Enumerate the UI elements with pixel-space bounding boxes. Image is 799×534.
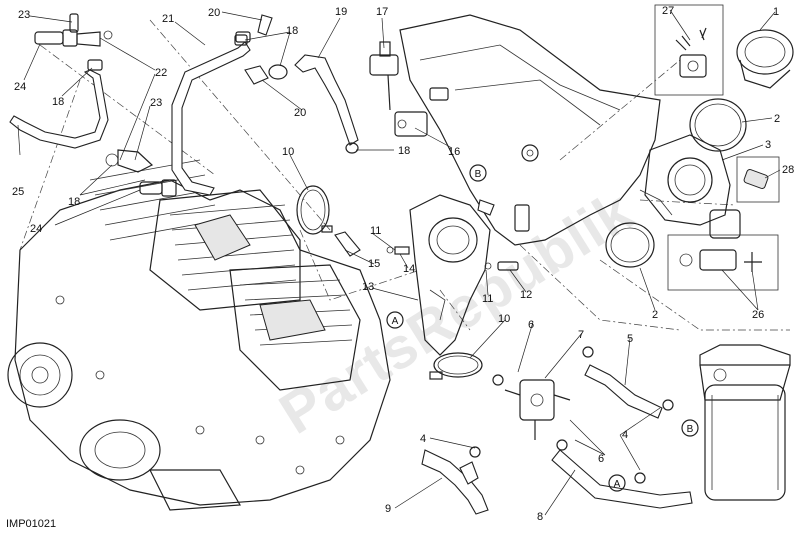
label-13: 13	[362, 281, 374, 293]
label-25: 25	[12, 186, 24, 198]
label-18-b: 18	[68, 196, 80, 208]
svg-text:B: B	[475, 169, 482, 180]
vent-hose-left	[9, 59, 109, 149]
label-14: 14	[403, 263, 415, 275]
label-11-right: 11	[482, 293, 493, 305]
label-2-left: 2	[652, 309, 658, 321]
intake-manifold	[409, 194, 495, 356]
purge-hose-5	[584, 364, 663, 419]
label-20-top: 20	[208, 7, 220, 19]
label-23-top: 23	[18, 9, 30, 21]
small-clamps	[469, 346, 674, 484]
map-sensor	[369, 41, 428, 137]
callout-a-lower: A	[608, 474, 626, 492]
label-15: 15	[368, 258, 380, 270]
purge-hose-8	[551, 449, 693, 509]
label-22: 22	[155, 67, 167, 79]
label-28: 28	[782, 164, 794, 176]
label-3: 3	[765, 139, 771, 151]
label-17: 17	[376, 6, 388, 18]
clamp-2-right	[689, 98, 747, 152]
label-11-left: 11	[370, 225, 381, 237]
callout-a-centre: A	[386, 311, 404, 329]
hose-21	[171, 31, 251, 196]
label-18-c: 18	[286, 25, 298, 37]
injector-mid	[105, 149, 177, 197]
label-18-d: 18	[398, 145, 410, 157]
clamp-10-top	[296, 185, 333, 235]
engine-block	[7, 159, 391, 511]
label-1: 1	[773, 6, 779, 18]
svg-text:A: A	[392, 316, 399, 327]
diagram-code: IMP01021	[6, 518, 56, 530]
label-5: 5	[627, 333, 633, 345]
clamp-2-left	[605, 222, 655, 268]
label-24-top: 24	[14, 81, 26, 93]
tps-sensor	[654, 4, 724, 96]
leader-lines	[17, 9, 781, 516]
valve-7	[504, 379, 571, 440]
label-16: 16	[448, 146, 460, 158]
intake-rubber	[736, 29, 794, 89]
label-7: 7	[578, 329, 584, 341]
label-21: 21	[162, 13, 174, 25]
label-27: 27	[662, 5, 674, 17]
fuel-injector-upper	[34, 13, 113, 47]
label-6-top: 6	[528, 319, 534, 331]
label-10-bottom: 10	[498, 313, 510, 325]
callout-b-upper: B	[469, 164, 487, 182]
label-18-a: 18	[52, 96, 64, 108]
svg-text:B: B	[687, 424, 694, 435]
label-2-right: 2	[774, 113, 780, 125]
label-26: 26	[752, 309, 764, 321]
idle-actuator	[667, 156, 780, 291]
clamp-10-bottom	[429, 352, 483, 380]
callout-b-lower: B	[681, 419, 699, 437]
label-9: 9	[385, 503, 391, 515]
label-24-mid: 24	[30, 223, 42, 235]
label-4-right: 4	[622, 429, 628, 441]
label-20-mid: 20	[294, 107, 306, 119]
throttle-body	[639, 134, 741, 239]
purge-hose-9	[421, 449, 489, 515]
label-23-mid: 23	[150, 97, 162, 109]
label-8: 8	[537, 511, 543, 523]
assembly-guide-lines	[19, 19, 790, 331]
label-10-top: 10	[282, 146, 294, 158]
label-4-left: 4	[420, 433, 426, 445]
label-6-bottom: 6	[598, 453, 604, 465]
fittings-centre	[334, 231, 519, 271]
evap-canister	[699, 344, 791, 501]
part-labels: 23 24 18 22 23 18 24 25 21 20 18 20 19 1…	[12, 5, 794, 523]
svg-text:A: A	[614, 479, 621, 490]
label-12: 12	[520, 289, 532, 301]
airbox	[399, 14, 661, 246]
label-19: 19	[335, 6, 347, 18]
